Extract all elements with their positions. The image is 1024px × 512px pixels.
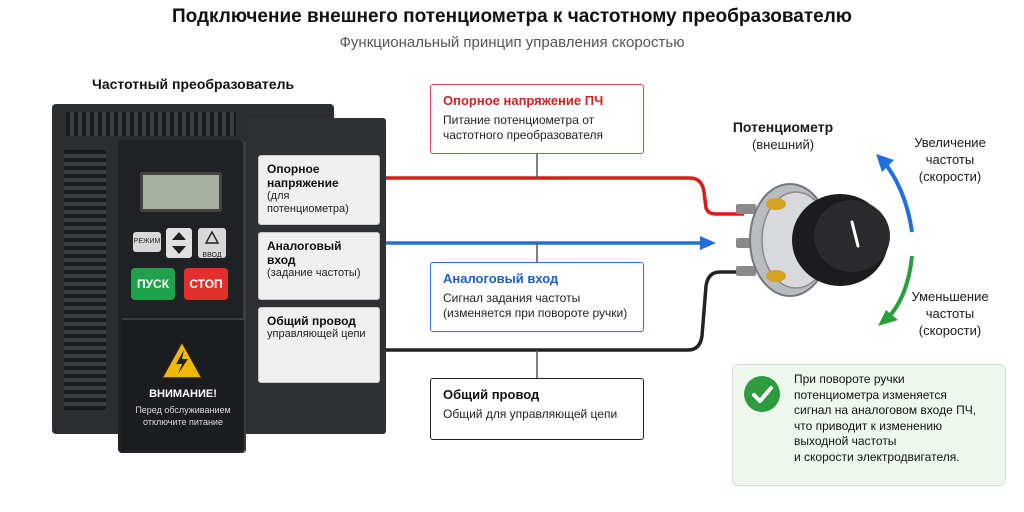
page-subtitle: Функциональный принцип управления скорос… [339,34,685,51]
warning-icon [160,340,204,379]
arrow-down-icon [878,310,898,326]
com-info-text: Общий для управляющей цепи [443,407,618,421]
up-down-icon [172,232,186,254]
arrow-up-icon [876,154,894,172]
terminal-ref-sub: (для потенциометра) [267,190,349,215]
terminal-com-sub: управляющей цепи [267,328,366,340]
decrease-arc [886,255,914,320]
terminal-com: Общий провод управляющей цепи [258,307,380,383]
terminal-ain: Аналоговый вход (задание частоты) [258,232,380,300]
check-icon [744,376,780,412]
terminal-ain-sub: (задание частоты) [267,267,361,279]
warning-title: ВНИМАНИЕ! [149,388,217,400]
com-wire [380,270,744,352]
potentiometer[interactable] [736,183,890,297]
warning-text: Перед обслуживанием отключите питание [135,405,231,427]
start-button[interactable]: ПУСК [131,268,175,300]
enter-button[interactable]: ВВОД [198,228,226,259]
page-title: Подключение внешнего потенциометра к час… [171,6,852,27]
vfd-display [140,172,222,212]
vfd-lower-cover [122,318,244,450]
vfd-heading: Частотный преобразователь [92,76,295,92]
terminal-com-title: Общий провод [267,314,356,328]
vent-grille [64,150,106,410]
com-info-title: Общий провод [443,387,540,402]
ain-info-box: Аналоговый вход Сигнал задания частоты (… [430,262,644,332]
stop-button[interactable]: СТОП [184,268,228,300]
increase-arc [882,160,914,233]
terminal-ref-title: Опорное напряжение [267,162,339,190]
com-info-box: Общий провод Общий для управляющей цепи [430,378,644,440]
vent-grille-top [66,112,236,136]
potentiometer-sub: (внешний) [751,137,815,152]
terminal-ref: Опорное напряжение (для потенциометра) [258,155,380,225]
triangle-icon [204,230,220,244]
mode-button[interactable]: РЕЖИМ [133,232,161,252]
ref-wire [380,176,744,216]
decrease-label: Уменьшение частоты (скорости) [911,289,989,338]
ref-info-box: Опорное напряжение ПЧ Питание потенциоме… [430,84,644,154]
arrow-right-icon [700,236,716,250]
terminal-ain-title: Аналоговый вход [267,239,342,267]
ain-info-title: Аналоговый вход [443,271,559,286]
up-down-button[interactable] [166,228,192,258]
ref-info-title: Опорное напряжение ПЧ [443,93,604,108]
potentiometer-heading: Потенциометр [732,119,834,135]
increase-label: Увеличение частоты (скорости) [914,135,986,184]
ain-info-text: Сигнал задания частоты (изменяется при п… [443,291,628,320]
enter-label: ВВОД [202,252,222,259]
note-text: При повороте ручки потенциометра изменяе… [794,372,977,464]
ref-info-text: Питание потенциометра от частотного прео… [443,113,604,142]
